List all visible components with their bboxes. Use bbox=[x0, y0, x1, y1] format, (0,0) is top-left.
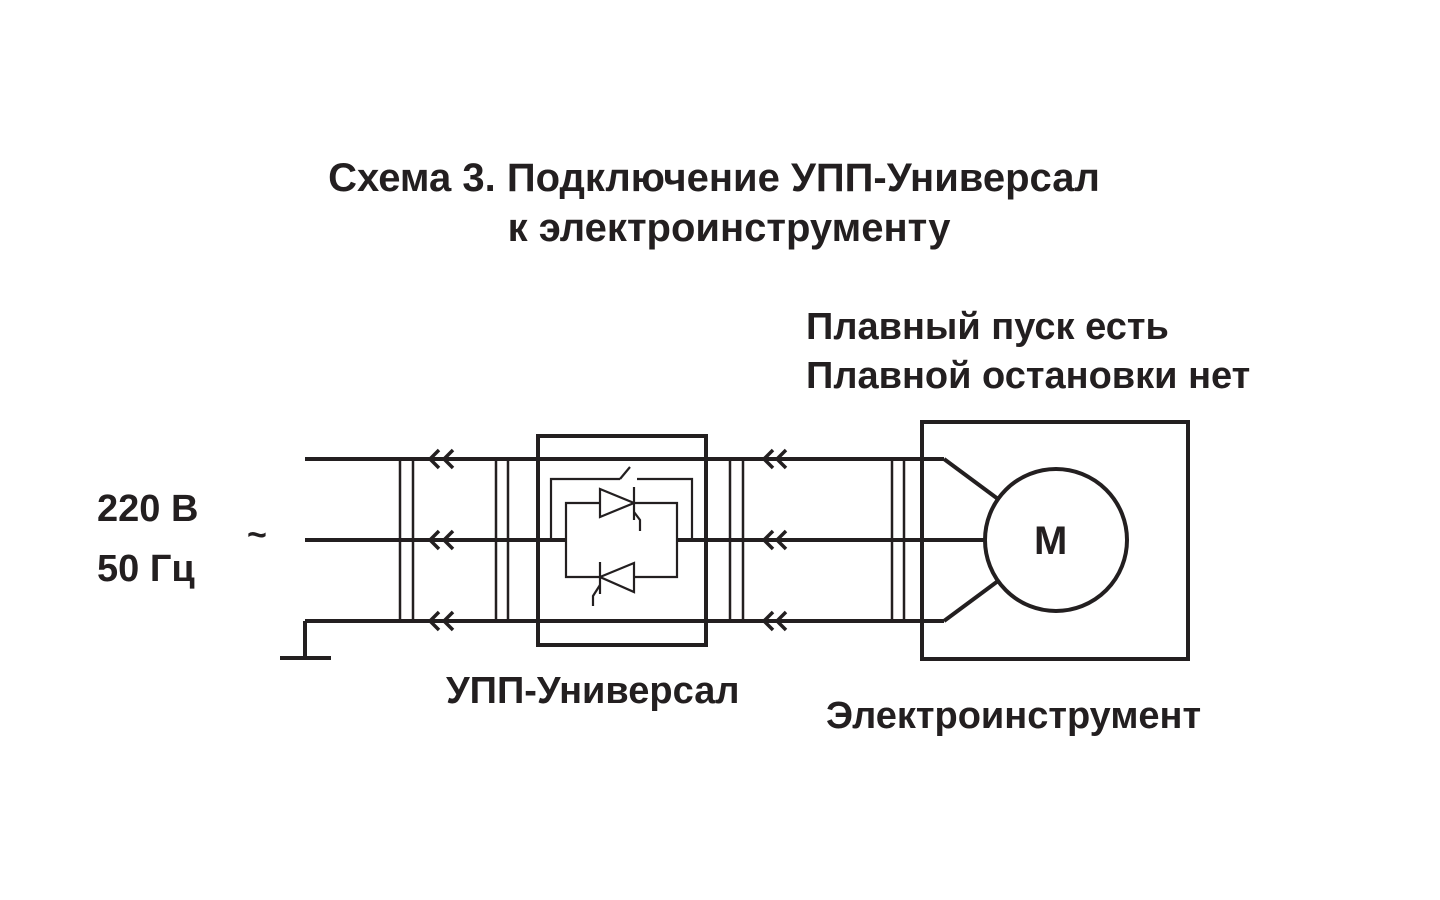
bypass-switch-wire-right bbox=[637, 477, 694, 540]
upp-internals bbox=[549, 466, 694, 606]
power-tool-label: Электроинструмент bbox=[826, 695, 1202, 737]
soft-stop-label: Плавной остановки нет bbox=[806, 355, 1251, 397]
ac-symbol: ~ bbox=[247, 516, 267, 554]
bypass-switch-wire-left bbox=[549, 477, 620, 540]
motor-label: M bbox=[1034, 519, 1068, 563]
voltage-label: 220 В bbox=[97, 488, 199, 530]
frequency-label: 50 Гц bbox=[97, 548, 195, 590]
diagram-title-line1: Схема 3. Подключение УПП-Универсал bbox=[328, 156, 1100, 200]
motor-icon bbox=[983, 467, 1129, 613]
cable-markers bbox=[398, 459, 906, 621]
diagram-title-line2: к электроинструменту bbox=[507, 206, 951, 250]
connector-left-icon bbox=[427, 448, 455, 632]
wires bbox=[280, 457, 1000, 660]
thyristor-reverse-icon bbox=[591, 561, 636, 606]
power-tool-box bbox=[920, 420, 1190, 661]
motor-lead-top bbox=[942, 457, 1000, 501]
soft-start-label: Плавный пуск есть bbox=[806, 306, 1169, 348]
upp-device-box bbox=[536, 434, 708, 647]
bypass-switch-icon bbox=[619, 466, 631, 480]
motor-lead-bottom bbox=[942, 579, 1000, 623]
connectors bbox=[427, 448, 788, 632]
connector-right-icon bbox=[761, 448, 788, 632]
thyristor-forward-icon bbox=[598, 487, 642, 531]
upp-device-label: УПП-Универсал bbox=[446, 670, 740, 712]
